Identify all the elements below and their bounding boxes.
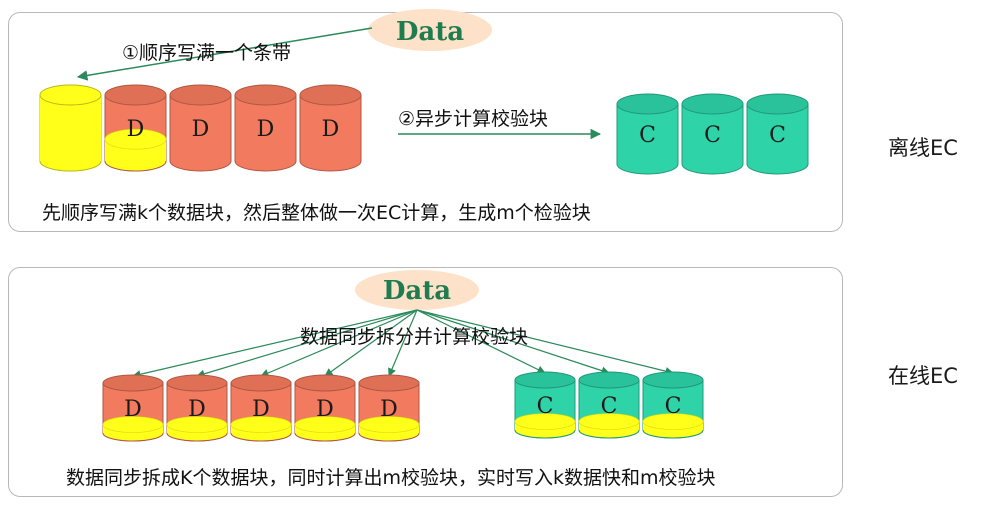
offline-data-block-label: D [127, 117, 145, 142]
online-data-block: D [358, 374, 420, 442]
offline-parity-block-label: C [639, 123, 656, 148]
online-source-label: Data [383, 276, 451, 306]
offline-parity-block: C [746, 93, 809, 175]
online-split-arrow [132, 309, 418, 379]
offline-caption: 先顺序写满k个数据块，然后整体做一次EC计算，生成m个检验块 [42, 202, 591, 224]
online-caption: 数据同步拆成K个数据块，同时计算出m校验块，实时写入k数据快和m校验块 [66, 467, 716, 489]
online-split-arrow [416, 309, 610, 375]
online-data-block: D [294, 374, 356, 442]
offline-step1-label: ①顺序写满一个条带 [122, 42, 292, 64]
online-data-block: D [166, 374, 228, 442]
online-data-block-label: D [380, 397, 398, 422]
offline-source-label: Data [396, 17, 464, 47]
offline-data-block: D [234, 84, 297, 172]
offline-data-block-label: D [192, 117, 210, 142]
offline-parity-block: C [616, 93, 679, 175]
online-split-arrow [388, 309, 418, 377]
online-parity-block: C [514, 371, 576, 439]
online-data-block-label: D [188, 397, 206, 422]
offline-ec-side-label: 离线EC [888, 136, 958, 160]
offline-source-ellipse [368, 9, 492, 51]
online-split-arrow [260, 309, 418, 377]
offline-data-block-label: D [257, 117, 275, 142]
online-fanout-arrows [132, 309, 674, 379]
offline-parity-block-label: C [769, 123, 786, 148]
online-split-label: 数据同步拆分并计算校验块 [300, 326, 529, 348]
online-data-block-label: D [252, 397, 270, 422]
online-data-block: D [102, 374, 164, 442]
offline-data-block: D [299, 84, 362, 172]
offline-data-block: D [169, 84, 232, 172]
online-parity-block: C [578, 371, 640, 439]
offline-parity-block-label: C [704, 123, 721, 148]
online-ec-side-label: 在线EC [888, 364, 958, 388]
online-source-ellipse [355, 270, 479, 310]
online-split-arrow [324, 309, 418, 377]
online-parity-block: C [642, 371, 704, 439]
offline-data-block-label: D [322, 117, 340, 142]
online-parity-block-label: C [665, 394, 682, 419]
online-data-block: D [230, 374, 292, 442]
online-data-block-label: D [124, 397, 142, 422]
offline-data-block [39, 84, 102, 172]
online-parity-block-label: C [601, 394, 618, 419]
offline-step1-arrow [76, 27, 373, 81]
offline-step2-label: ②异步计算校验块 [398, 108, 549, 130]
online-split-arrow [416, 309, 546, 374]
online-split-arrow [416, 309, 674, 376]
online-data-block-label: D [316, 397, 334, 422]
offline-parity-block: C [681, 93, 744, 175]
online-split-arrow [196, 309, 418, 378]
offline-data-block: D [104, 84, 167, 172]
online-parity-block-label: C [537, 394, 554, 419]
